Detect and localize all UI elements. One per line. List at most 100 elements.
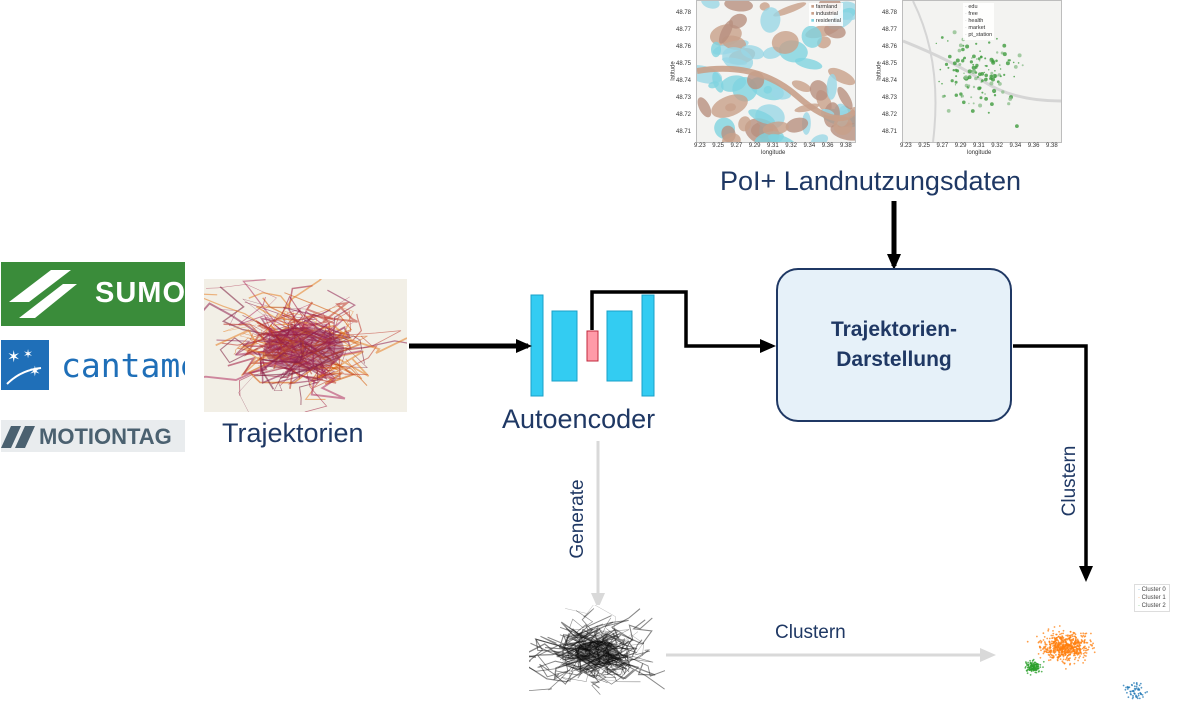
- cluster-1-point: [1062, 640, 1065, 642]
- autoencoder-diagram: [530, 294, 655, 397]
- trajectory-line: [289, 301, 334, 343]
- cluster-1-point: [1049, 656, 1052, 658]
- cluster-0-point: [1139, 682, 1142, 685]
- cluster-1-point: [1057, 641, 1060, 644]
- generated-trajectory-line: [605, 651, 656, 676]
- poi-point: [984, 57, 987, 60]
- cluster-2-point: [1034, 661, 1036, 664]
- cluster-2-point: [1026, 670, 1028, 672]
- cluster-0-point: [1132, 694, 1134, 697]
- poi-point: [1015, 124, 1019, 128]
- cluster-1-point: [1049, 646, 1052, 649]
- cluster-1-point: [1085, 647, 1088, 650]
- cluster-2-point: [1024, 665, 1027, 668]
- trajectory-line: [326, 335, 365, 364]
- cluster-1-point: [1043, 641, 1046, 643]
- poi-point: [974, 65, 978, 69]
- generated-trajectory-line: [529, 649, 600, 683]
- poi-point: [988, 69, 990, 71]
- cluster-1-point: [1056, 658, 1059, 661]
- cluster-1-point: [1077, 642, 1080, 644]
- cluster-2-point: [1031, 665, 1034, 667]
- cluster-2-point: [1030, 662, 1033, 665]
- cluster-1-point: [1064, 654, 1066, 657]
- landuse-patch: [824, 23, 846, 39]
- cluster-0-point: [1141, 694, 1144, 696]
- cluster-2-point: [1039, 663, 1042, 666]
- cluster-1-point: [1083, 635, 1086, 638]
- cluster-1-point: [1047, 628, 1050, 630]
- generated-trajectory-line: [559, 634, 591, 653]
- cluster-1-point: [1049, 659, 1052, 661]
- cluster-1-point: [1069, 663, 1071, 666]
- poi-point: [952, 69, 955, 72]
- poi-point: [989, 74, 993, 79]
- poi-point: [996, 37, 998, 40]
- poi-point: [974, 76, 978, 81]
- legend-swatch-cluster-0: ·: [1138, 587, 1140, 593]
- x-axis-label: longitude: [967, 150, 992, 156]
- trajectory-line: [238, 365, 283, 412]
- poi-point: [957, 48, 962, 53]
- legend-edu: edu: [968, 4, 978, 10]
- cluster-1-point: [1044, 646, 1046, 648]
- cluster-1-point: [1080, 632, 1082, 635]
- poi-point: [1003, 73, 1006, 76]
- generated-trajectory-line: [576, 648, 623, 661]
- legend-swatch: ■: [811, 4, 815, 10]
- cluster-1-point: [1081, 647, 1084, 650]
- trajectory-line: [227, 346, 286, 376]
- latent-layer: [586, 330, 599, 362]
- cluster-2-point: [1027, 666, 1029, 669]
- cluster-1-point: [1056, 648, 1059, 651]
- poi-point: [999, 64, 1001, 66]
- generated-trajectory-line: [609, 637, 628, 670]
- sumo-logo: SUMO: [1, 262, 185, 326]
- cluster-0-point: [1136, 696, 1138, 698]
- legend-pt-station: pt_station: [968, 32, 993, 38]
- cluster-1-point: [1057, 645, 1060, 648]
- cluster-1-point: [1082, 652, 1085, 655]
- cluster-0-point: [1133, 685, 1136, 688]
- cluster-0-point: [1144, 691, 1147, 694]
- poi-point: [1021, 64, 1024, 67]
- arrow-latent-to-representation: [590, 290, 776, 353]
- poi-point: [961, 47, 965, 52]
- cluster-0-point: [1135, 687, 1138, 690]
- cluster-1-point: [1067, 651, 1070, 653]
- cluster-1-point: [1068, 634, 1071, 637]
- cluster-1-point: [1074, 656, 1077, 659]
- cluster-1-point: [1079, 655, 1081, 657]
- landuse-patch: [768, 133, 798, 142]
- cluster-1-point: [1048, 659, 1050, 662]
- cluster-2-point: [1035, 662, 1038, 665]
- generated-trajectory-line: [609, 641, 645, 656]
- cluster-1-point: [1073, 652, 1076, 655]
- legend-swatch: ■: [811, 18, 815, 24]
- cluster-1-point: [1076, 639, 1079, 642]
- cluster-1-point: [1069, 636, 1072, 639]
- poi-point: [979, 50, 981, 52]
- cluster-1-point: [1059, 645, 1062, 648]
- poi-point: [980, 72, 985, 76]
- cluster-1-point: [1066, 656, 1068, 658]
- generated-trajectory-line: [603, 650, 650, 661]
- landuse-patch: [712, 71, 724, 93]
- cluster-1-point: [1048, 640, 1051, 643]
- cluster-1-point: [1063, 646, 1066, 649]
- cluster-1-point: [1060, 653, 1063, 656]
- cluster-1-point: [1073, 635, 1076, 638]
- generated-hotspot: [575, 641, 619, 665]
- poi-landuse-label: PoI+ Landnutzungsdaten: [720, 166, 1022, 196]
- legend-industrial: industrial: [815, 11, 838, 17]
- poi-point: [963, 72, 965, 74]
- poi-point: [984, 73, 988, 78]
- poi-point: [935, 42, 937, 45]
- landuse-patch: [760, 7, 781, 33]
- poi-point: [1017, 53, 1022, 58]
- poi-point: [979, 96, 983, 100]
- cluster-1-point: [1055, 641, 1058, 644]
- trajectory-line: [269, 324, 308, 360]
- poi-point: [964, 75, 968, 80]
